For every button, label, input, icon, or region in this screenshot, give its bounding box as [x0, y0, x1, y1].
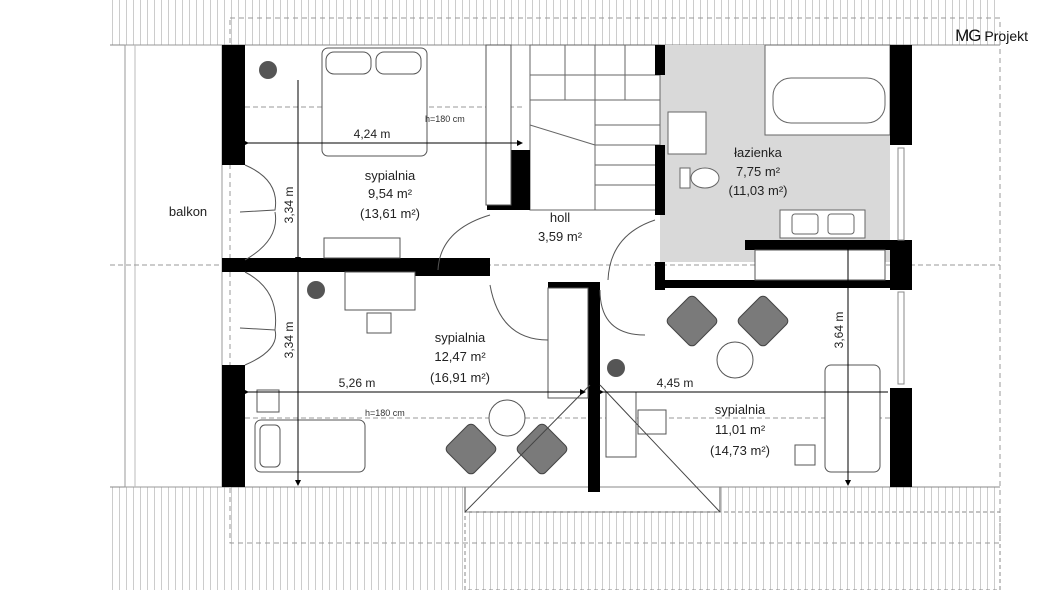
dimension-label: 4,24 m [354, 127, 391, 141]
room-area: 7,75 m² [736, 164, 781, 179]
dimension-label: 4,45 m [657, 376, 694, 390]
room-area-total: (16,91 m²) [430, 370, 490, 385]
plant-icons [259, 61, 625, 377]
roof-top [110, 0, 1000, 45]
room-name: sypialnia [435, 330, 486, 345]
logo-text: Projekt [984, 28, 1028, 44]
dimension-label: 5,26 m [339, 376, 376, 390]
height-label: h=180 cm [365, 408, 405, 418]
armchairs [445, 295, 789, 475]
room-area-total: (11,03 m²) [729, 183, 788, 198]
walls [222, 45, 912, 492]
bed-top [321, 47, 428, 157]
room-name: sypialnia [365, 168, 416, 183]
bed-bottom [254, 419, 366, 473]
logo-mark: MG [955, 26, 981, 45]
logo: MG Projekt [955, 26, 1028, 46]
room-area-total: (13,61 m²) [360, 206, 420, 221]
dimension-label: 3,64 m [832, 312, 846, 349]
room-area: 9,54 m² [368, 186, 413, 201]
balcony [124, 44, 223, 488]
room-name: holl [550, 210, 570, 225]
staircase [529, 44, 661, 211]
dimension-label: 3,34 m [282, 322, 296, 359]
room-name: balkon [169, 204, 207, 219]
room-name: sypialnia [715, 402, 766, 417]
room-area-total: (14,73 m²) [710, 443, 770, 458]
height-label: h=180 cm [425, 114, 465, 124]
room-name: łazienka [734, 145, 782, 160]
room-area: 3,59 m² [538, 229, 583, 244]
dimension-label: 3,34 m [282, 187, 296, 224]
room-area: 12,47 m² [434, 349, 486, 364]
room-area: 11,01 m² [715, 422, 766, 437]
